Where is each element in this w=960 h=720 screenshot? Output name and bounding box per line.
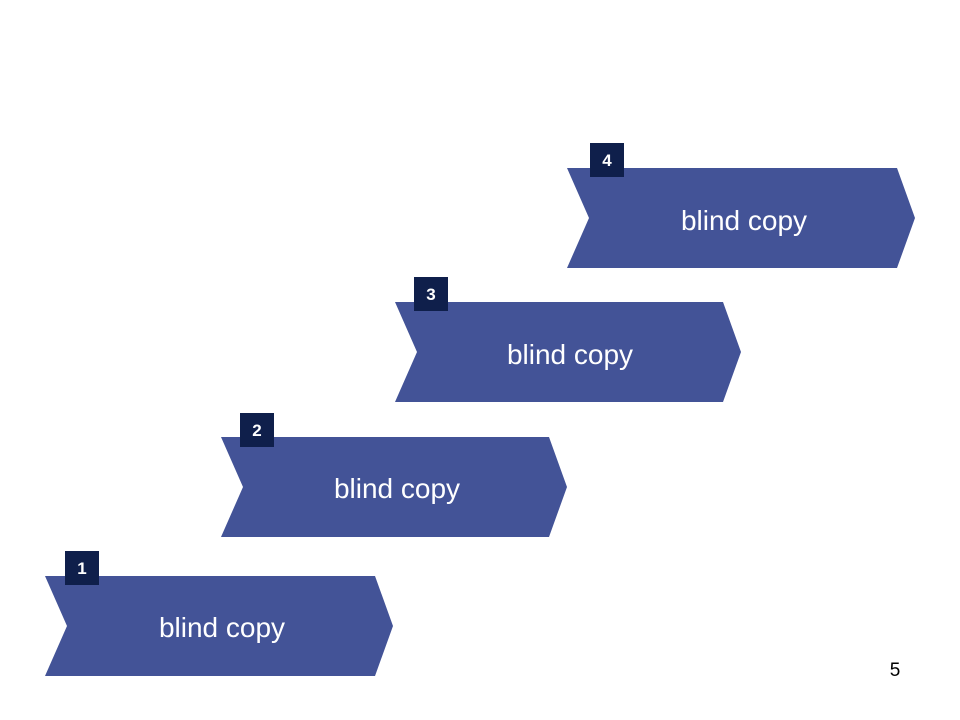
chevron-label-step-1: blind copy xyxy=(159,612,285,643)
badge-number-step-3: 3 xyxy=(426,285,435,304)
step-1: blind copy 1 xyxy=(45,551,393,676)
step-2: blind copy 2 xyxy=(221,413,567,537)
badge-step-1 xyxy=(65,551,99,585)
page-number: 5 xyxy=(889,660,901,681)
chevron-label-step-3: blind copy xyxy=(507,339,633,370)
badge-step-4 xyxy=(590,143,624,177)
chevron-label-step-2: blind copy xyxy=(334,473,460,504)
step-4: blind copy 4 xyxy=(567,143,915,268)
chevron-step-1 xyxy=(45,576,393,676)
badge-step-3 xyxy=(414,277,448,311)
chevron-label-step-4: blind copy xyxy=(681,205,807,236)
chevron-step-4 xyxy=(567,168,915,268)
badge-number-step-1: 1 xyxy=(77,559,86,578)
chevron-step-3 xyxy=(395,302,741,402)
chevron-step-2 xyxy=(221,437,567,537)
step-3: blind copy 3 xyxy=(395,277,741,402)
badge-step-2 xyxy=(240,413,274,447)
badge-number-step-4: 4 xyxy=(602,151,612,170)
badge-number-step-2: 2 xyxy=(252,421,261,440)
